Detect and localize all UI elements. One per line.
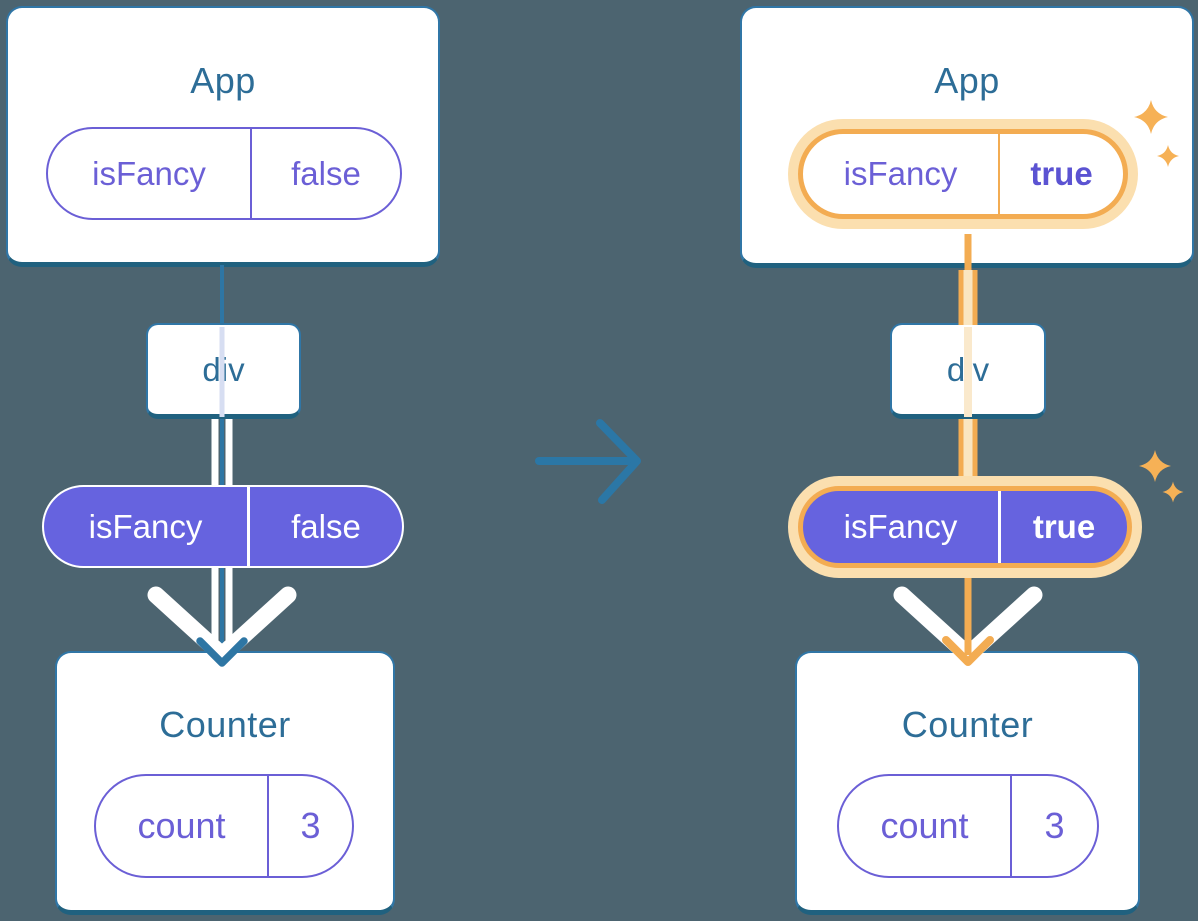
passed-prop-pill-after-highlighted: isFancy true [798, 486, 1132, 568]
prop-key: isFancy [843, 508, 958, 545]
state-key: count [880, 805, 969, 846]
prop-value: false [250, 129, 400, 218]
app-card-after: App isFancy true [740, 6, 1194, 268]
prop-pill-isfancy: isFancy false [46, 127, 402, 220]
div-box-after: div [890, 323, 1046, 419]
app-card-before: App isFancy false [6, 6, 440, 267]
app-title: App [190, 60, 256, 101]
prop-flow-line [964, 567, 972, 655]
prop-key: isFancy [88, 507, 203, 545]
counter-title: Counter [901, 704, 1034, 745]
transition-arrow-icon [535, 419, 641, 504]
state-pill-count: count 3 [94, 774, 354, 878]
orange-pipe-app-div [958, 270, 978, 325]
state-key: count [137, 805, 226, 846]
orange-pipe-div-pill [958, 419, 978, 487]
counter-card-before: Counter count 3 [55, 651, 395, 915]
div-label: div [202, 350, 245, 388]
transition-arrowhead [596, 419, 641, 504]
prop-pill-isfancy-highlighted: isFancy true [798, 129, 1128, 219]
prop-key: isFancy [843, 155, 958, 192]
app-title: App [934, 60, 1000, 101]
counter-card-after: Counter count 3 [795, 651, 1140, 915]
prop-value: false [247, 487, 402, 566]
state-value: 3 [267, 776, 352, 876]
div-label: div [946, 350, 990, 388]
app-to-div-line [220, 265, 224, 325]
div-box-before: div [146, 323, 301, 419]
state-value: 3 [1010, 776, 1097, 876]
prop-value: true [998, 491, 1127, 563]
prop-key: isFancy [92, 154, 206, 192]
orange-pipe-app-div-core [963, 270, 973, 325]
sparkle-icon [1162, 481, 1184, 503]
white-chevron-down-icon [147, 586, 297, 664]
white-chevron-down-icon [893, 586, 1043, 664]
counter-title: Counter [159, 704, 291, 745]
orange-pipe-div-pill-core [963, 419, 973, 487]
sparkle-icon [1139, 450, 1171, 482]
state-pill-count: count 3 [837, 774, 1099, 878]
passed-prop-pill-before: isFancy false [42, 485, 404, 568]
prop-value: true [998, 134, 1123, 214]
